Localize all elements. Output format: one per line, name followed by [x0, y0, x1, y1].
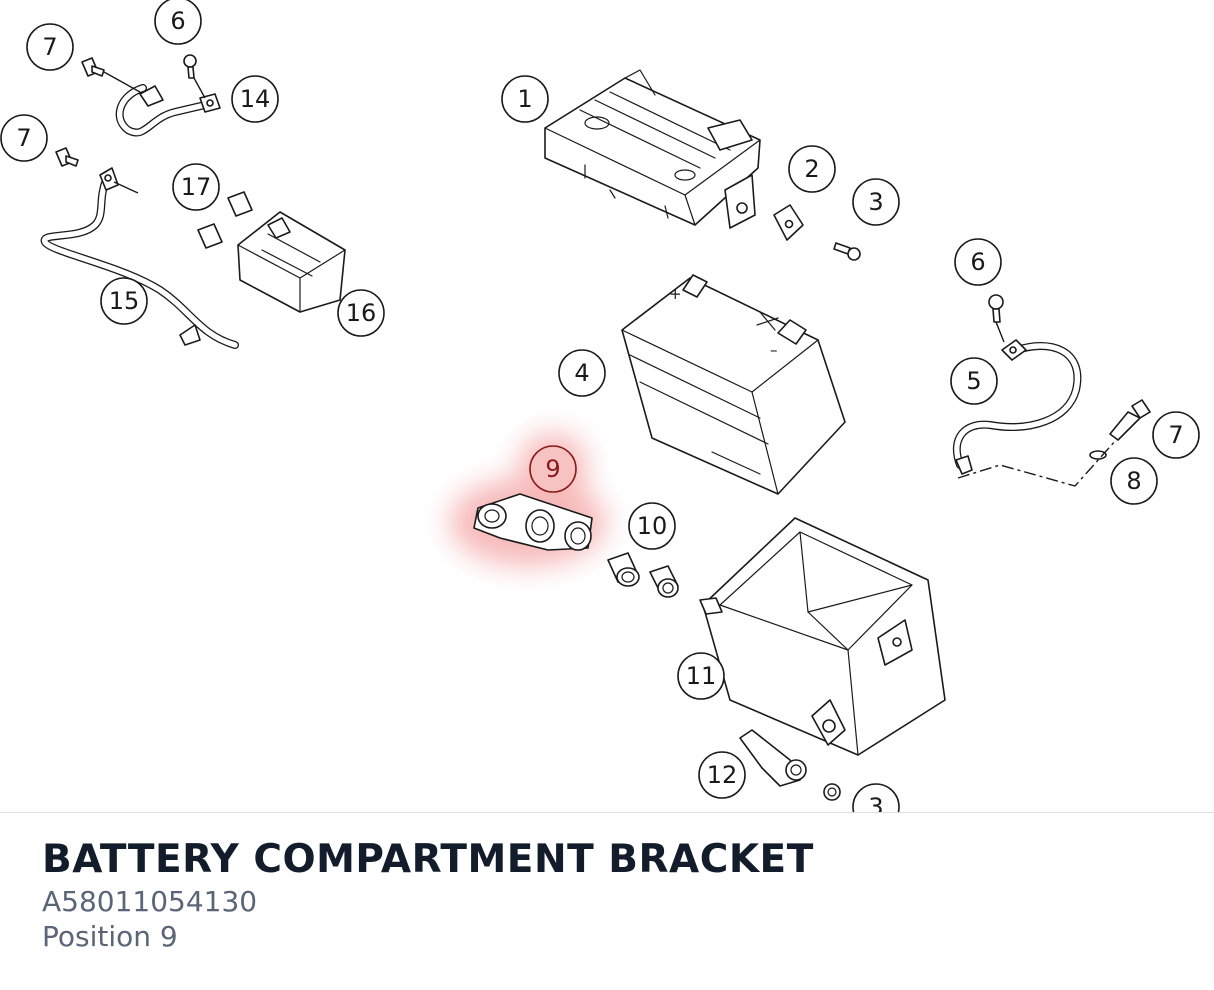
callout-label: 7	[42, 33, 57, 61]
callout-label: 8	[1126, 467, 1141, 495]
callout-15[interactable]: 15	[100, 277, 148, 325]
battery[interactable]: + –	[621, 274, 846, 495]
bolt-right[interactable]	[1109, 399, 1151, 441]
callout-label: 4	[574, 359, 589, 387]
callout-label: 3	[868, 188, 883, 216]
callout-10[interactable]: 10	[628, 502, 676, 550]
part-title: BATTERY COMPARTMENT BRACKET	[42, 837, 814, 882]
callout-label: 10	[637, 512, 668, 540]
diagram-canvas: + –	[0, 0, 1200, 812]
svg-text:–: –	[770, 341, 778, 359]
clip-part[interactable]	[773, 204, 804, 241]
mounting-bracket[interactable]	[739, 729, 807, 787]
exploded-parts-diagram: + –	[0, 0, 1200, 812]
part-number: A58011054130	[42, 885, 258, 918]
callout-label: 17	[181, 173, 212, 201]
ground-cable-upper[interactable]	[115, 84, 221, 137]
starter-relay[interactable]	[237, 211, 346, 313]
battery-compartment-bracket[interactable]	[473, 493, 593, 551]
fuses[interactable]	[197, 191, 253, 249]
callout-label: 1	[517, 85, 532, 113]
callout-12[interactable]: 12	[698, 751, 746, 799]
callout-label: 11	[686, 662, 717, 690]
callout-6-right[interactable]: 6	[954, 238, 1002, 286]
part-position: Position 9	[42, 920, 178, 953]
callout-label: 5	[966, 367, 981, 395]
svg-text:+: +	[669, 285, 682, 303]
callout-2[interactable]: 2	[788, 145, 836, 193]
callout-17[interactable]: 17	[172, 163, 220, 211]
callout-1[interactable]: 1	[501, 75, 549, 123]
callout-label: 6	[970, 248, 985, 276]
callout-3[interactable]: 3	[852, 178, 900, 226]
battery-compartment[interactable]	[699, 517, 946, 756]
callout-6[interactable]: 6	[154, 0, 202, 45]
washer[interactable]	[1089, 450, 1107, 460]
screw-upper-left[interactable]	[183, 54, 197, 79]
battery-cable-left[interactable]	[40, 167, 239, 349]
callout-4[interactable]: 4	[558, 349, 606, 397]
callout-9[interactable]: 9	[529, 445, 577, 493]
callout-label: 6	[170, 7, 185, 35]
screw-right[interactable]	[988, 294, 1004, 323]
callout-label: 16	[346, 299, 377, 327]
callout-label: 15	[109, 287, 140, 315]
callout-8[interactable]: 8	[1110, 457, 1158, 505]
spacer-bushings[interactable]	[607, 552, 679, 598]
battery-cable-right[interactable]	[952, 339, 1082, 475]
callout-label: 7	[1168, 421, 1183, 449]
callout-14[interactable]: 14	[231, 75, 279, 123]
screw-upper[interactable]	[833, 242, 861, 261]
callout-label: 12	[707, 761, 738, 789]
bolt-upper-left[interactable]	[81, 57, 105, 77]
callout-label: 9	[545, 455, 560, 483]
battery-cover[interactable]	[544, 69, 761, 229]
callout-7[interactable]: 7	[26, 23, 74, 71]
part-caption: BATTERY COMPARTMENT BRACKET A58011054130…	[42, 836, 814, 954]
callout-16[interactable]: 16	[337, 289, 385, 337]
callout-7-right[interactable]: 7	[1152, 411, 1200, 459]
callout-label: 14	[240, 85, 271, 113]
callout-5[interactable]: 5	[950, 357, 998, 405]
callout-11[interactable]: 11	[677, 652, 725, 700]
callout-label: 7	[16, 124, 31, 152]
callout-3-lower[interactable]: 3	[852, 783, 900, 812]
callout-label: 3	[868, 793, 883, 812]
caption-divider	[0, 812, 1214, 813]
bolt-left[interactable]	[55, 147, 79, 167]
nut-lower[interactable]	[823, 783, 841, 801]
callout-label: 2	[804, 155, 819, 183]
callout-7-left[interactable]: 7	[0, 114, 48, 162]
